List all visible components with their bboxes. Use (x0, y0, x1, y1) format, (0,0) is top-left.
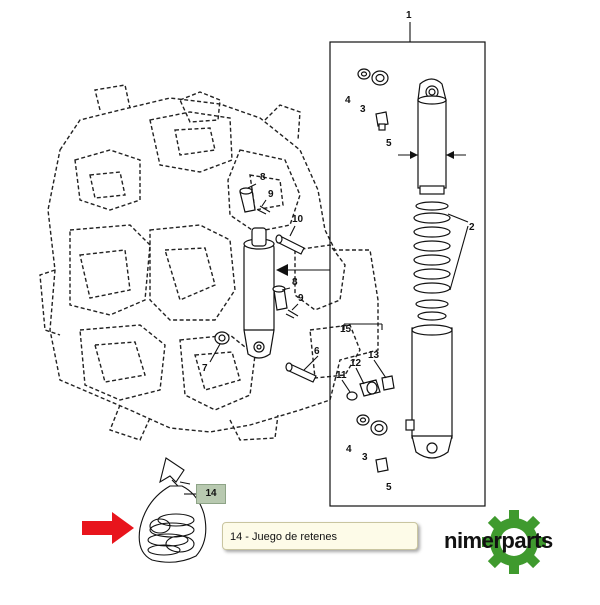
callout-3a: 3 (360, 104, 366, 115)
callout-5a: 5 (386, 138, 392, 149)
callout-8b: 8 (292, 277, 298, 288)
red-arrow (82, 512, 134, 544)
upper-rod (417, 78, 447, 195)
callout-11: 11 (336, 370, 347, 381)
callout-6: 6 (314, 346, 320, 357)
seal-kit-bag (138, 457, 207, 563)
leader-lines (209, 183, 387, 393)
lower-fittings (346, 375, 395, 473)
tractor-housing-outline (39, 84, 379, 441)
callout-13: 13 (368, 350, 380, 361)
diameter-indicator (398, 151, 466, 159)
callout-7: 7 (202, 363, 208, 374)
callout-4b: 4 (346, 444, 352, 455)
callout-2: 2 (469, 222, 475, 233)
exploded-box (329, 41, 486, 507)
callout-12: 12 (350, 358, 362, 369)
callout-8a: 8 (260, 172, 266, 183)
callout-10: 10 (292, 214, 304, 225)
bracket-15 (343, 323, 383, 330)
seal-rings (413, 201, 451, 321)
callout-9b: 9 (298, 293, 304, 304)
mounted-hardware (214, 187, 317, 383)
callout-1: 1 (406, 10, 412, 21)
lower-barrel (405, 324, 453, 459)
callout-4a: 4 (345, 95, 351, 106)
upper-fittings (357, 68, 389, 131)
brand-name: nimerparts (444, 528, 553, 553)
gear-icon (482, 510, 546, 574)
kit-caption: 14 - Juego de retenes (222, 522, 418, 550)
callout-5b: 5 (386, 482, 392, 493)
callout-labels: 1 2 3 4 5 6 7 8 9 10 8 9 11 12 13 15 3 4… (202, 10, 475, 493)
kit-item-badge: 14 (196, 484, 226, 504)
callout-3b: 3 (362, 452, 368, 463)
callout-15: 15 (340, 324, 352, 335)
callout-9a: 9 (268, 189, 274, 200)
assembly-arrow (276, 264, 330, 276)
mounted-cylinder (243, 227, 275, 359)
